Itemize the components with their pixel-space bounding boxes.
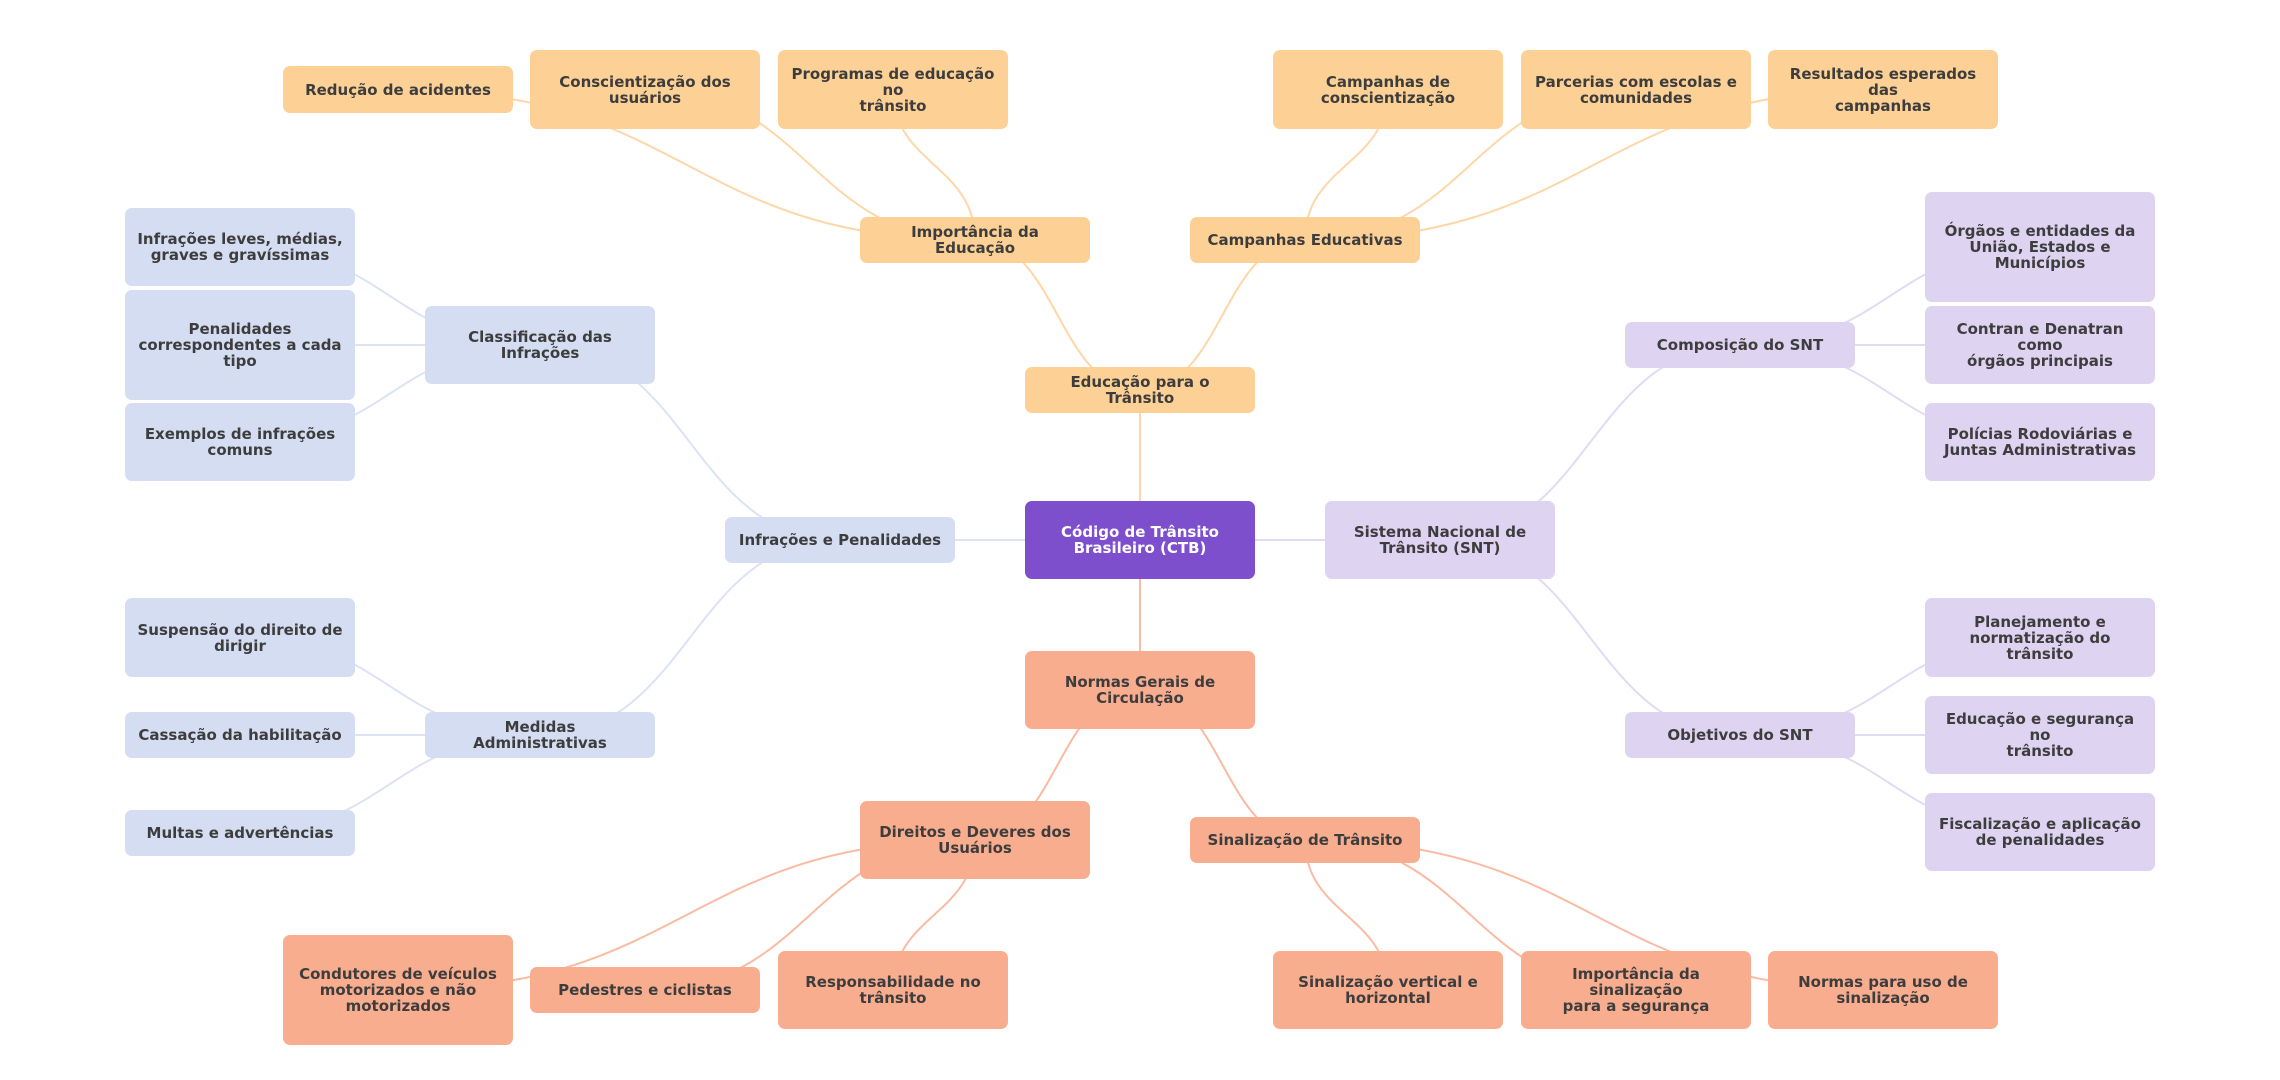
node-label: Infrações e Penalidades (738, 531, 942, 549)
node-educacao-para-o-transito[interactable]: Educação para o Trânsito (1025, 367, 1255, 413)
node-label: Resultados esperados das campanhas (1789, 64, 1977, 115)
node-campanhas-de-conscientizacao[interactable]: Campanhas de conscientização (1273, 50, 1503, 129)
node-label: Objetivos do SNT (1667, 726, 1813, 744)
node-contran-e-denatran[interactable]: Contran e Denatran como órgãos principai… (1925, 306, 2155, 384)
node-direitos-e-deveres[interactable]: Direitos e Deveres dos Usuários (860, 801, 1090, 879)
node-orgaos-e-entidades[interactable]: Órgãos e entidades da União, Estados e M… (1925, 192, 2155, 302)
node-responsabilidade-no-transito[interactable]: Responsabilidade no trânsito (778, 951, 1008, 1029)
node-label: Planejamento e normatização do trânsito (1969, 612, 2111, 663)
node-label: Sinalização de Trânsito (1207, 831, 1403, 849)
node-label: Importância da sinalização para a segura… (1562, 965, 1710, 1015)
node-label: Campanhas de conscientização (1320, 72, 1456, 107)
node-exemplos-de-infracoes[interactable]: Exemplos de infrações comuns (125, 403, 355, 481)
connector-infracoes-to-medidas (539, 539, 841, 736)
node-label: Normas para uso de sinalização (1798, 973, 1968, 1007)
node-label: Órgãos e entidades da União, Estados e M… (1944, 222, 2136, 272)
node-infracoes-e-penalidades[interactable]: Infrações e Penalidades (725, 517, 955, 563)
node-label: Condutores de veículos motorizados e não… (299, 965, 497, 1015)
node-label: Sinalização vertical e horizontal (1298, 973, 1478, 1007)
node-label: Educação para o Trânsito (1070, 373, 1210, 407)
node-label: Suspensão do direito de dirigir (137, 620, 343, 655)
node-label: Infrações leves, médias, graves e gravís… (137, 230, 343, 264)
node-label: Parcerias com escolas e comunidades (1535, 72, 1737, 107)
node-label: Fiscalização e aplicação de penalidades (1939, 815, 2141, 849)
node-label: Direitos e Deveres dos Usuários (879, 823, 1071, 857)
node-label: Código de Trânsito Brasileiro (CTB) (1061, 523, 1219, 557)
node-label: Polícias Rodoviárias e Juntas Administra… (1943, 425, 2137, 459)
node-label: Penalidades correspondentes a cada tipo (138, 320, 342, 370)
node-importancia-da-educacao[interactable]: Importância da Educação (860, 217, 1090, 263)
node-programas-de-educacao[interactable]: Programas de educação no trânsito (778, 50, 1008, 129)
node-multas-e-advertencias[interactable]: Multas e advertências (125, 810, 355, 856)
node-label: Redução de acidentes (305, 80, 491, 99)
node-label: Exemplos de infrações comuns (144, 425, 336, 459)
node-classificacao-das-infracoes[interactable]: Classificação das Infrações (425, 306, 655, 384)
node-root-ctb[interactable]: Código de Trânsito Brasileiro (CTB) (1025, 501, 1255, 579)
node-resultados-esperados[interactable]: Resultados esperados das campanhas (1768, 50, 1998, 129)
node-label: Responsabilidade no trânsito (805, 973, 981, 1007)
node-cassacao-da-habilitacao[interactable]: Cassação da habilitação (125, 712, 355, 758)
node-sinalizacao-vertical-horizontal[interactable]: Sinalização vertical e horizontal (1273, 951, 1503, 1029)
node-normas-para-uso-de-sinalizacao[interactable]: Normas para uso de sinalização (1768, 951, 1998, 1029)
node-label: Contran e Denatran como órgãos principai… (1956, 320, 2124, 370)
node-sinalizacao-de-transito[interactable]: Sinalização de Trânsito (1190, 817, 1420, 863)
node-label: Multas e advertências (146, 824, 334, 842)
node-label: Sistema Nacional de Trânsito (SNT) (1353, 523, 1527, 557)
node-label: Cassação da habilitação (138, 726, 342, 744)
node-label: Programas de educação no trânsito (791, 64, 995, 115)
node-importancia-da-sinalizacao[interactable]: Importância da sinalização para a segura… (1521, 951, 1751, 1029)
node-campanhas-educativas[interactable]: Campanhas Educativas (1190, 217, 1420, 263)
node-policias-rodoviarias[interactable]: Polícias Rodoviárias e Juntas Administra… (1925, 403, 2155, 481)
node-planejamento-e-normatizacao[interactable]: Planejamento e normatização do trânsito (1925, 598, 2155, 677)
node-fiscalizacao-e-aplicacao[interactable]: Fiscalização e aplicação de penalidades (1925, 793, 2155, 871)
node-label: Composição do SNT (1656, 336, 1824, 354)
node-objetivos-do-snt[interactable]: Objetivos do SNT (1625, 712, 1855, 758)
node-educacao-e-seguranca[interactable]: Educação e segurança no trânsito (1925, 696, 2155, 774)
node-pedestres-e-ciclistas[interactable]: Pedestres e ciclistas (530, 967, 760, 1013)
node-medidas-administrativas[interactable]: Medidas Administrativas (425, 712, 655, 758)
node-label: Campanhas Educativas (1207, 231, 1403, 249)
node-infracoes-leves-medias-graves[interactable]: Infrações leves, médias, graves e gravís… (125, 208, 355, 286)
node-reducao-de-acidentes[interactable]: Redução de acidentes (283, 66, 513, 113)
node-label: Importância da Educação (911, 223, 1039, 257)
node-label: Conscientização dos usuários (559, 72, 731, 107)
node-label: Classificação das Infrações (468, 328, 612, 362)
node-sistema-nacional-de-transito[interactable]: Sistema Nacional de Trânsito (SNT) (1325, 501, 1555, 579)
node-penalidades-correspondentes[interactable]: Penalidades correspondentes a cada tipo (125, 290, 355, 400)
node-label: Medidas Administrativas (473, 718, 607, 752)
node-label: Pedestres e ciclistas (558, 981, 732, 999)
node-condutores-de-veiculos[interactable]: Condutores de veículos motorizados e não… (283, 935, 513, 1045)
node-suspensao-do-direito[interactable]: Suspensão do direito de dirigir (125, 598, 355, 677)
node-normas-gerais-de-circulacao[interactable]: Normas Gerais de Circulação (1025, 651, 1255, 729)
node-label: Normas Gerais de Circulação (1064, 673, 1216, 707)
node-composicao-do-snt[interactable]: Composição do SNT (1625, 322, 1855, 368)
node-conscientizacao-dos-usuarios[interactable]: Conscientização dos usuários (530, 50, 760, 129)
node-label: Educação e segurança no trânsito (1945, 710, 2135, 760)
node-parcerias-escolas-comunidades[interactable]: Parcerias com escolas e comunidades (1521, 50, 1751, 129)
